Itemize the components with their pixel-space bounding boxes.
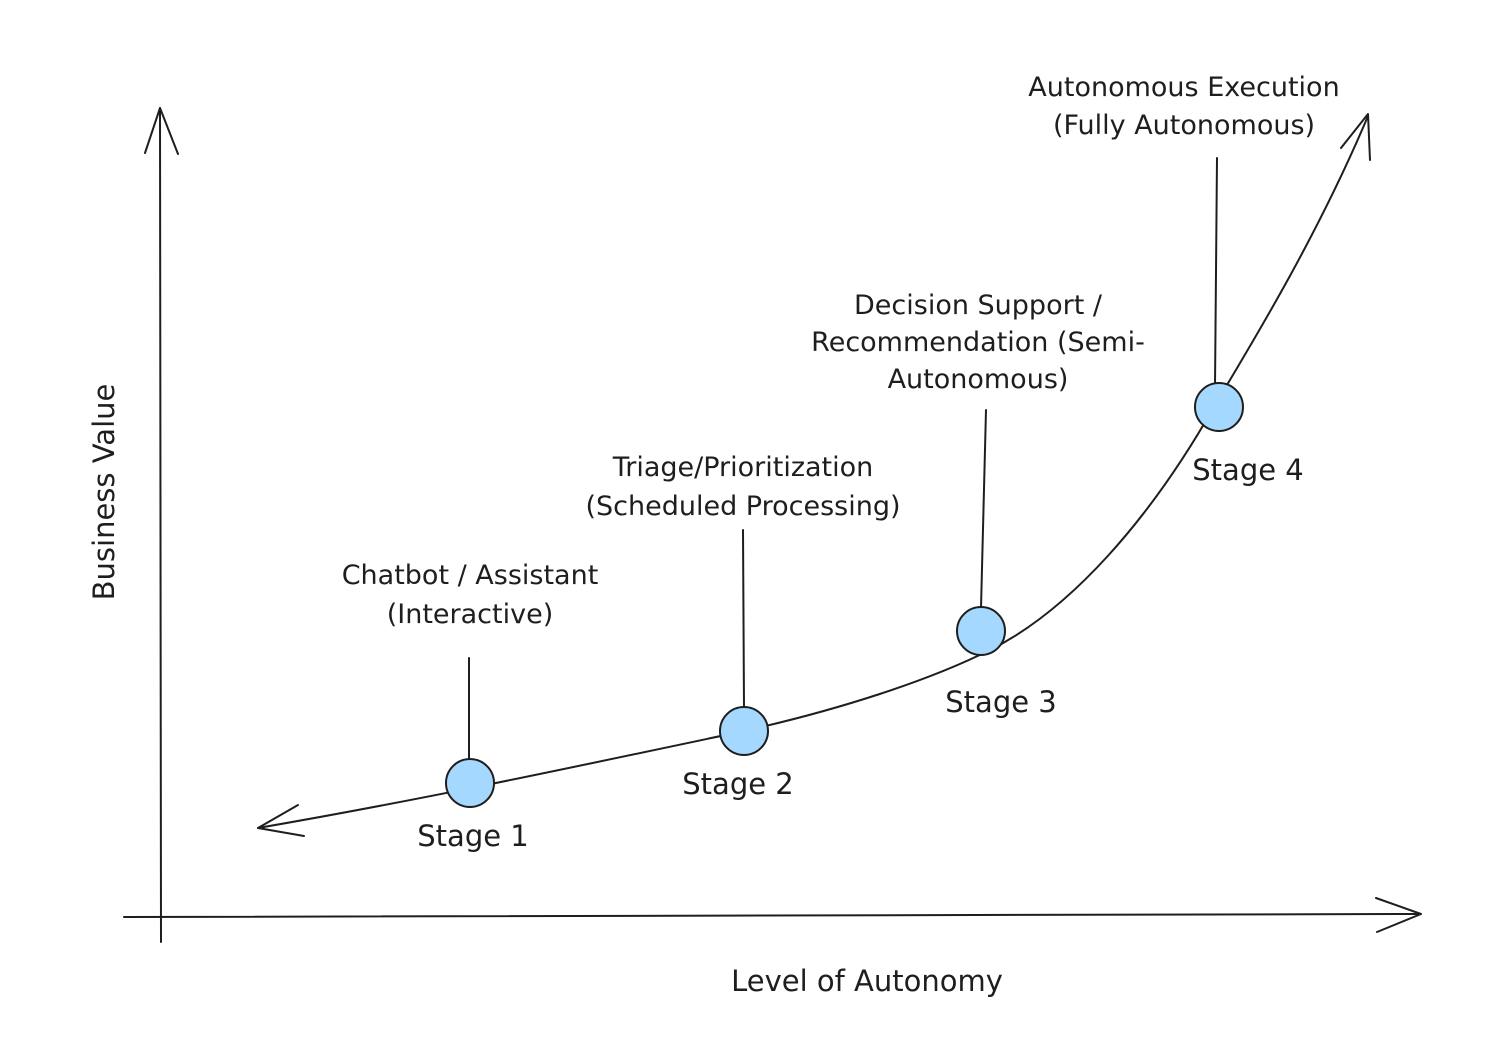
leader-line-stage-4 <box>1214 157 1218 387</box>
stage-1-description-line-2: (Interactive) <box>387 599 554 630</box>
stage-3-label: Stage 3 <box>945 685 1056 719</box>
y-axis <box>144 107 179 943</box>
stage-4-description-line-1: Autonomous Execution <box>1028 72 1339 103</box>
curve-start-arrowhead <box>257 804 305 837</box>
curve-end-arrowhead <box>1340 113 1371 161</box>
stage-3-description-line-3: Autonomous) <box>888 364 1069 395</box>
stage-2-label: Stage 2 <box>682 767 793 801</box>
x-axis-label: Level of Autonomy <box>731 964 1003 998</box>
x-axis <box>123 897 1422 933</box>
stage-descriptions: Chatbot / Assistant (Interactive) Triage… <box>342 72 1340 630</box>
stage-4-label: Stage 4 <box>1192 453 1303 487</box>
leader-line-stage-2 <box>742 529 745 709</box>
stage-2-description-line-2: (Scheduled Processing) <box>585 491 900 522</box>
stage-1-node <box>445 758 495 808</box>
stage-4-description-line-2: (Fully Autonomous) <box>1053 110 1315 141</box>
y-axis-label: Business Value <box>87 384 121 601</box>
stage-3-description-line-1: Decision Support / <box>854 290 1103 321</box>
stage-1-label: Stage 1 <box>417 819 528 853</box>
leader-lines <box>468 157 1218 761</box>
stage-nodes <box>445 382 1244 808</box>
stage-1-description-line-1: Chatbot / Assistant <box>342 560 599 591</box>
stage-3-description-line-2: Recommendation (Semi- <box>811 327 1145 358</box>
stage-labels: Stage 1 Stage 2 Stage 3 Stage 4 <box>417 453 1303 853</box>
stage-2-node <box>719 706 769 756</box>
stage-3-node <box>956 606 1006 656</box>
stage-4-node <box>1194 382 1244 432</box>
leader-line-stage-3 <box>980 409 987 609</box>
stage-2-description-line-1: Triage/Prioritization <box>612 452 874 483</box>
